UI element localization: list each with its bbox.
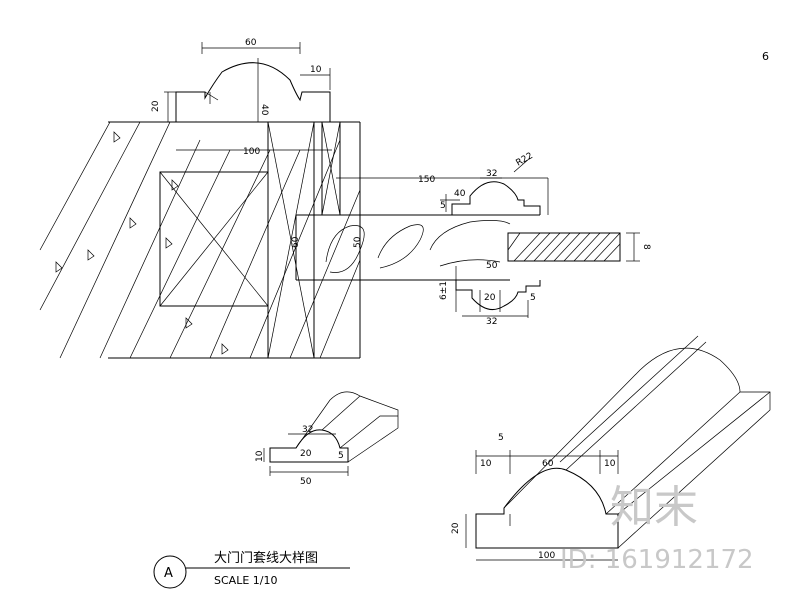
lower-moulding-profile: [455, 266, 541, 318]
dim-top-width: 60: [245, 38, 257, 48]
door-leaf-section: [507, 232, 640, 262]
dim-lower-32: 32: [486, 317, 497, 327]
dim-vertical-60: 60: [291, 236, 301, 248]
wall-section: [39, 121, 361, 359]
dim-lower-50: 50: [486, 261, 498, 271]
mid-moulding-profile: [336, 157, 549, 215]
dim-mid-5: 5: [440, 201, 446, 211]
dim-mid-40: 40: [454, 189, 466, 199]
dim-lower-61: 6±1: [439, 281, 449, 300]
dim-left: 20: [151, 100, 161, 112]
dim-big-10b: 10: [604, 459, 616, 469]
section-mark: A: [164, 566, 173, 581]
top-dimension-lines: [164, 42, 332, 151]
dim-small-10: 10: [255, 450, 265, 462]
dim-big-5: 5: [498, 433, 504, 443]
dim-big-100: 100: [538, 551, 555, 561]
dim-big-10a: 10: [480, 459, 492, 469]
dim-right-8: 8: [641, 244, 651, 250]
dim-top-height: 40: [259, 104, 269, 116]
dim-lower-5: 5: [530, 293, 536, 303]
door-frame-member: 50 60: [291, 214, 540, 281]
watermark-brand: 知末: [610, 482, 698, 533]
drawing-title: 大门门套线大样图: [214, 550, 318, 566]
dim-base-width: 100: [243, 147, 260, 157]
dim-top-right: 10: [310, 65, 322, 75]
dim-big-20: 20: [451, 522, 461, 534]
dim-vertical-50: 50: [353, 236, 363, 248]
dim-big-60: 60: [542, 459, 554, 469]
dim-small-32: 32: [302, 425, 313, 435]
dim-mid-150: 150: [418, 175, 435, 185]
corner-glyph: 6: [762, 50, 769, 63]
top-moulding-profile: [175, 58, 331, 123]
large-isometric-moulding: [465, 335, 771, 561]
dim-mid-32: 32: [486, 169, 497, 179]
drawing-scale: SCALE 1/10: [214, 574, 277, 587]
dim-mid-r22: R22: [515, 151, 535, 169]
watermark-id: ID: 161912172: [560, 545, 754, 575]
dim-small-50: 50: [300, 477, 312, 487]
small-isometric-moulding: [263, 391, 399, 476]
dim-small-5: 5: [338, 451, 344, 461]
dim-lower-20: 20: [484, 293, 496, 303]
title-block: [153, 555, 350, 589]
dim-small-20: 20: [300, 449, 312, 459]
